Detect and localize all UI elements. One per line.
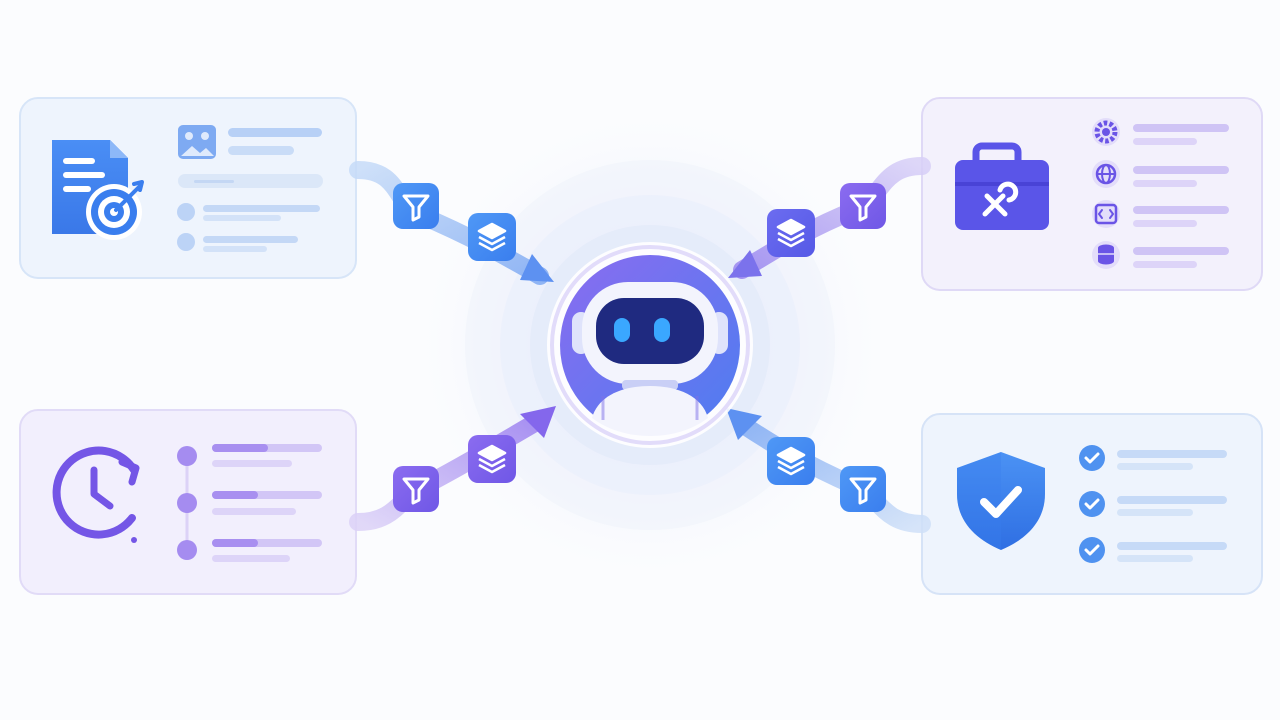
card-history-source — [19, 409, 357, 595]
layers-icon — [776, 446, 806, 476]
placeholder-line — [228, 146, 294, 155]
placeholder-line — [203, 215, 281, 221]
check-circle-icon — [1079, 445, 1105, 471]
placeholder-line — [203, 205, 320, 212]
robot-avatar-icon — [572, 282, 728, 436]
filter-chip-top-left — [393, 183, 439, 229]
placeholder-line — [1117, 463, 1193, 470]
filter-chip-top-right — [840, 183, 886, 229]
gear-icon — [1092, 118, 1120, 146]
globe-icon — [1092, 160, 1120, 188]
filter-icon — [849, 194, 877, 222]
document-target-icon — [52, 140, 144, 240]
placeholder-line — [212, 460, 292, 467]
placeholder-line — [203, 236, 298, 243]
timeline-dot — [177, 446, 197, 466]
placeholder-line — [212, 555, 290, 562]
image-icon — [178, 125, 216, 159]
filter-chip-bottom-left — [393, 466, 439, 512]
placeholder-line — [194, 180, 234, 183]
database-icon — [1092, 241, 1120, 269]
layers-chip-bottom-right — [767, 437, 815, 485]
placeholder-line — [1117, 542, 1227, 550]
shield-check-icon — [957, 452, 1045, 550]
layers-icon — [776, 218, 806, 248]
list-dot — [177, 233, 195, 251]
center-agent-hub — [547, 242, 753, 448]
filter-icon — [402, 477, 430, 505]
placeholder-line — [228, 128, 322, 137]
placeholder-line — [1133, 247, 1229, 255]
layers-chip-top-left — [468, 213, 516, 261]
placeholder-line — [1117, 496, 1227, 504]
filter-chip-bottom-right — [840, 466, 886, 512]
check-circle-icon — [1079, 537, 1105, 563]
arrow-head-icon — [520, 254, 554, 282]
clock-refresh-icon — [52, 446, 140, 543]
placeholder-line — [1133, 206, 1229, 214]
layers-chip-top-right — [767, 209, 815, 257]
placeholder-line — [1133, 220, 1197, 227]
placeholder-line — [1133, 166, 1229, 174]
placeholder-line — [212, 508, 296, 515]
placeholder-line — [1117, 555, 1193, 562]
placeholder-line — [212, 491, 258, 499]
layers-icon — [477, 444, 507, 474]
placeholder-line — [212, 444, 268, 452]
code-icon — [1092, 200, 1120, 228]
placeholder-line — [1117, 450, 1227, 458]
placeholder-bar — [178, 174, 323, 188]
placeholder-line — [1117, 509, 1193, 516]
toolbox-wrench-icon — [955, 142, 1049, 230]
arrow-head-icon — [728, 250, 762, 278]
check-circle-icon — [1079, 491, 1105, 517]
card-security-source — [921, 413, 1263, 595]
placeholder-line — [1133, 138, 1197, 145]
arrow-head-icon — [520, 406, 556, 438]
layers-icon — [477, 222, 507, 252]
placeholder-line — [1133, 261, 1197, 268]
card-tools-source — [921, 97, 1263, 291]
arrow-head-icon — [726, 408, 762, 440]
placeholder-line — [1133, 124, 1229, 132]
placeholder-line — [203, 246, 267, 252]
timeline-dot — [177, 493, 197, 513]
placeholder-line — [1133, 180, 1197, 187]
filter-icon — [849, 477, 877, 505]
timeline-dot — [177, 540, 197, 560]
placeholder-line — [212, 539, 258, 547]
layers-chip-bottom-left — [468, 435, 516, 483]
list-dot — [177, 203, 195, 221]
card-document-source — [19, 97, 357, 279]
filter-icon — [402, 194, 430, 222]
